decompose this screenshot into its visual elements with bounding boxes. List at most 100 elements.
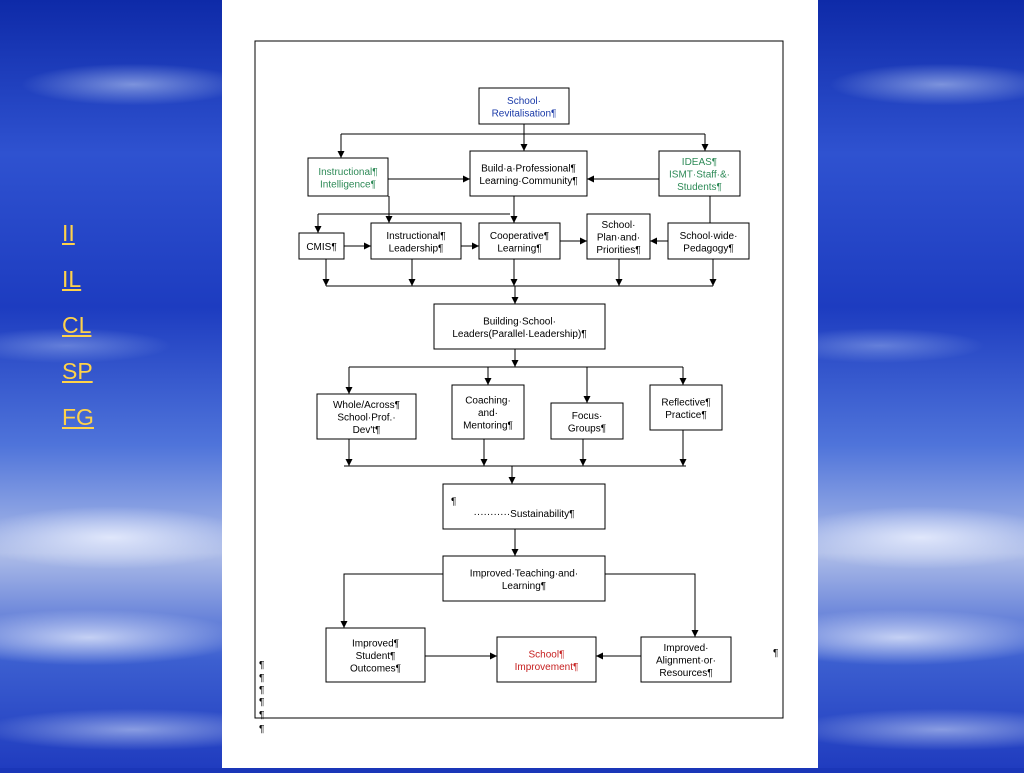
node-label-line: Outcomes¶: [350, 664, 401, 675]
node-school-improvement: School¶ Improvement¶: [496, 636, 597, 683]
node-box: [442, 555, 606, 602]
pilcrow-mark: ¶: [259, 710, 264, 721]
node-label-line: Plan·and·: [597, 233, 640, 244]
node-label-line: School¶: [529, 649, 565, 660]
pilcrow-mark: ¶: [259, 660, 264, 671]
pilcrow-mark: ¶: [259, 685, 264, 696]
node-box: [649, 384, 723, 431]
pilcrow-mark: ¶: [773, 648, 778, 659]
node-box: [586, 213, 651, 260]
node-cooperative-learning: Cooperative¶Learning¶: [478, 222, 561, 260]
node-label-line: Reflective¶: [661, 397, 710, 408]
node-label-line: Improved·Teaching·and·: [470, 568, 578, 579]
node-schoolwide-pedagogy: School·wide·Pedagogy¶: [667, 222, 750, 260]
slide-nav: II IL CL SP FG: [62, 210, 94, 440]
connector-arrow: [340, 573, 443, 628]
node-label-line: Leaders(Parallel·Leadership)¶: [452, 329, 586, 340]
node-label-line: Priorities¶: [596, 245, 640, 256]
background-sky-right: [818, 0, 1024, 768]
node-label-line: Whole/Across¶: [333, 400, 400, 411]
node-label-line: Alignment·or·: [656, 656, 716, 667]
node-improved-alignment: Improved· Alignment·or·Resources¶: [640, 636, 732, 683]
node-box: [478, 87, 570, 125]
node-label-line: Practice¶: [665, 410, 707, 421]
node-build-plc: Build·a·Professional¶ Learning·Community¶: [469, 150, 588, 197]
node-label-line: and·: [478, 408, 498, 419]
node-label-line: Learning¶: [502, 581, 546, 592]
node-box: [298, 232, 345, 260]
node-label-line: Focus·: [572, 411, 603, 422]
node-box: [325, 627, 426, 683]
nav-link-fg[interactable]: FG: [62, 404, 94, 430]
node-improved-teaching: Improved·Teaching·and· Learning¶: [442, 555, 606, 602]
node-label-line: CMIS¶: [306, 242, 336, 253]
node-label-line: Improved·: [663, 643, 708, 654]
node-label-line: Students¶: [677, 182, 722, 193]
node-label-line: Improvement¶: [515, 662, 579, 673]
page-border: [254, 40, 784, 719]
node-box: [658, 150, 741, 197]
node-box: [451, 384, 525, 440]
node-label-line: Building·School·: [483, 316, 556, 327]
document-page: School·Revitalisation¶Instructional¶Inte…: [222, 0, 818, 768]
node-box: [433, 303, 606, 350]
node-box: [550, 402, 624, 440]
node-label-line: Learning¶: [497, 243, 541, 254]
node-label-line: Dev't¶: [353, 425, 381, 436]
node-focus-groups: Focus·Groups¶: [550, 402, 624, 440]
node-box: [370, 222, 462, 260]
node-box: [478, 222, 561, 260]
nav-link-il[interactable]: IL: [62, 266, 82, 292]
node-reflective-practice: Reflective¶ Practice¶: [649, 384, 723, 431]
node-building-school-leaders: Building·School· Leaders(Parallel·Leaders…: [433, 303, 606, 350]
node-label-line: Revitalisation¶: [492, 108, 557, 119]
node-label-line: School·wide·: [680, 231, 738, 242]
pilcrow-mark: ¶: [259, 697, 264, 708]
node-label-line: Build·a·Professional¶: [481, 163, 576, 174]
nav-link-ii[interactable]: II: [62, 220, 75, 246]
node-label-line: Intelligence¶: [320, 179, 376, 190]
node-instructional-intelligence: Instructional¶Intelligence¶: [307, 157, 389, 197]
node-label-line: Instructional¶: [318, 167, 377, 178]
node-label-line: Pedagogy¶: [683, 243, 733, 254]
nav-link-sp[interactable]: SP: [62, 358, 93, 384]
nav-link-cl[interactable]: CL: [62, 312, 92, 338]
node-school-plan: School· Plan·and·Priorities¶: [586, 213, 651, 260]
node-label-line: IDEAS¶: [682, 157, 717, 168]
node-box: [307, 157, 389, 197]
node-label-line: ¶: [451, 496, 456, 507]
node-label-line: Resources¶: [659, 668, 712, 679]
node-label-line: Cooperative¶: [490, 231, 549, 242]
node-ideas-ismt: IDEAS¶ ISMT·Staff·&·Students¶: [658, 150, 741, 197]
pilcrow-mark: ¶: [259, 673, 264, 684]
node-label-line: ···········Sustainability¶: [474, 509, 575, 520]
node-label-line: Coaching·: [465, 396, 511, 407]
node-label-line: School·: [507, 96, 541, 107]
node-school-revitalisation: School·Revitalisation¶: [478, 87, 570, 125]
node-improved-outcomes: Improved¶Student¶ Outcomes¶: [325, 627, 426, 683]
node-box: [667, 222, 750, 260]
node-label-line: Leadership¶: [389, 243, 444, 254]
node-label-line: School·Prof.·: [337, 413, 395, 424]
node-box: [316, 393, 417, 440]
node-label-line: ISMT·Staff·&·: [669, 170, 730, 181]
node-label-line: Groups¶: [568, 423, 606, 434]
node-box: [640, 636, 732, 683]
node-coaching-mentoring: Coaching·and· Mentoring¶: [451, 384, 525, 440]
node-label-line: Student¶: [356, 651, 396, 662]
node-sustainability: ¶ ···········Sustainability¶: [442, 483, 606, 530]
node-box: [442, 483, 606, 530]
node-box: [469, 150, 588, 197]
node-label-line: Learning·Community¶: [479, 176, 577, 187]
node-label-line: Improved¶: [352, 639, 399, 650]
flow-diagram: School·Revitalisation¶Instructional¶Inte…: [254, 40, 784, 735]
node-label-line: School·: [602, 220, 636, 231]
node-label-line: Mentoring¶: [463, 421, 513, 432]
background-sky-left: [0, 0, 222, 768]
node-whole-across: Whole/Across¶ School·Prof.·Dev't¶: [316, 393, 417, 440]
node-box: [496, 636, 597, 683]
node-instructional-leadership: Instructional¶Leadership¶: [370, 222, 462, 260]
pilcrow-mark: ¶: [259, 724, 264, 735]
connector-arrow: [605, 573, 699, 637]
node-cmis: CMIS¶: [298, 232, 345, 260]
